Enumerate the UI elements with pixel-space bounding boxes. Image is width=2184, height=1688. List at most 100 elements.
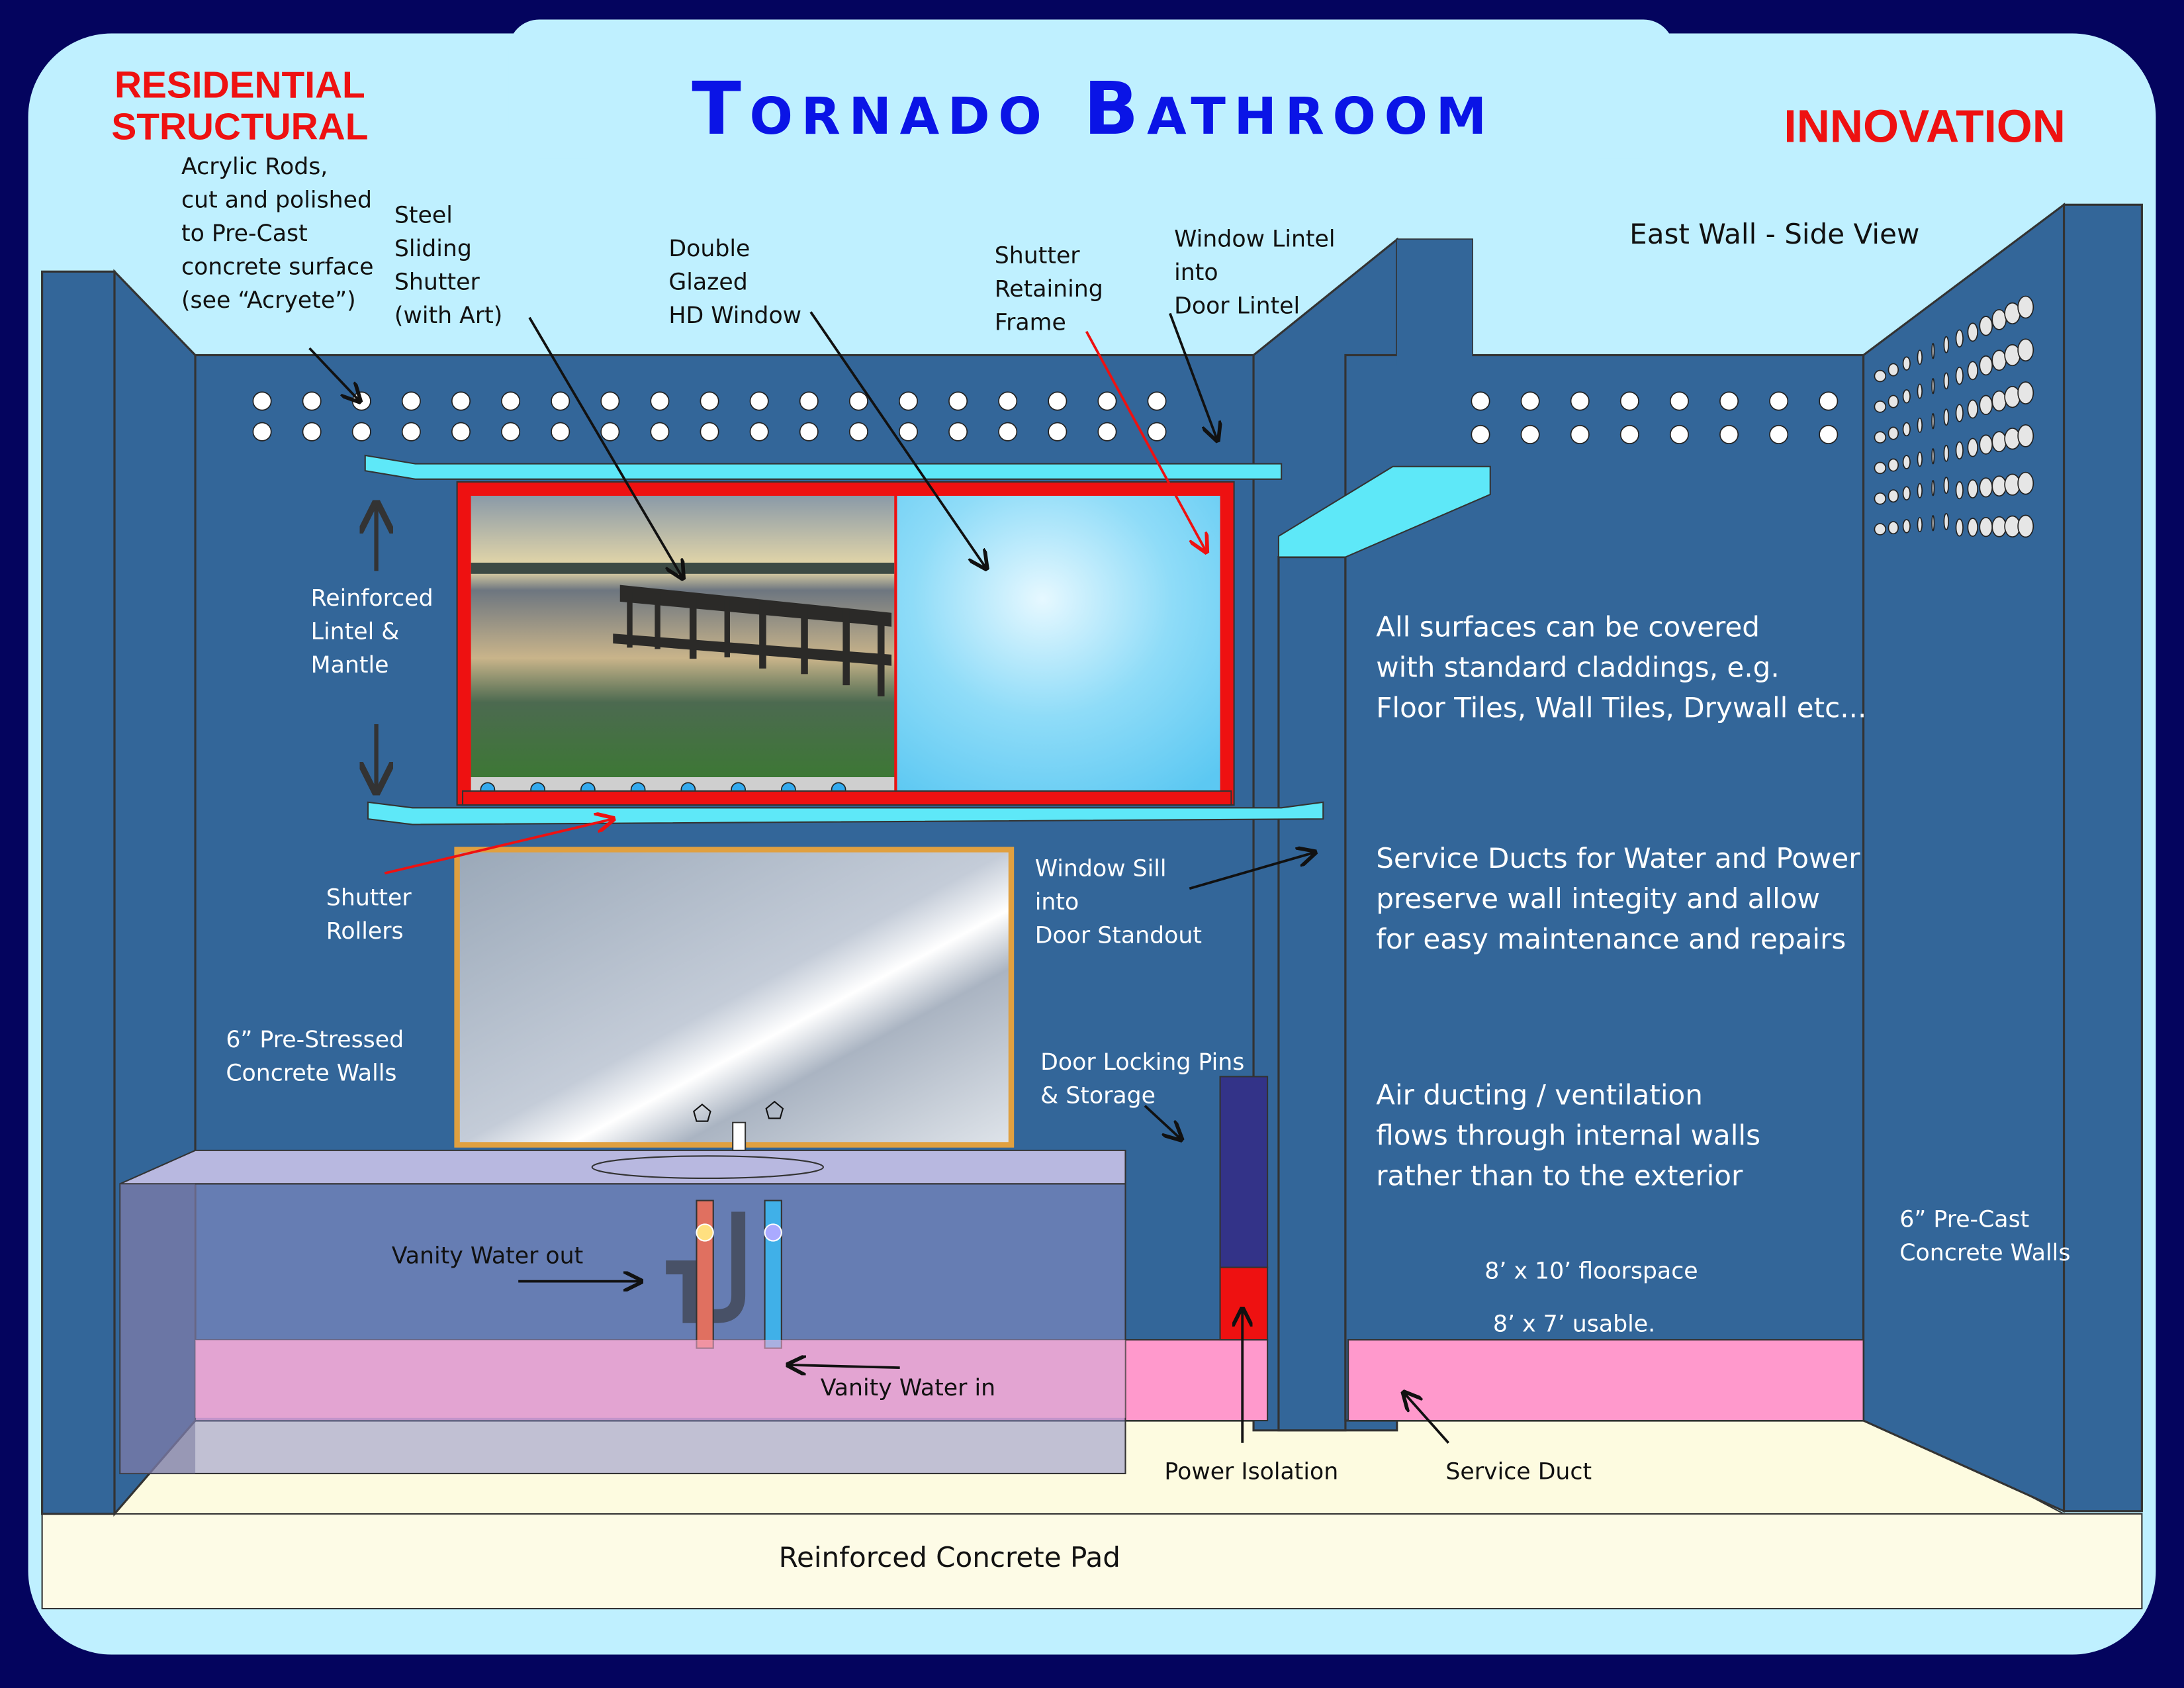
- acrylic-rod: [1979, 355, 1993, 376]
- acrylic-rod: [1991, 390, 2007, 412]
- acrylic-rod: [1943, 512, 1949, 530]
- acrylic-rod: [1902, 486, 1911, 500]
- acrylic-rod: [302, 422, 322, 442]
- svg-text:All surfaces can be covered: All surfaces can be covered: [1376, 611, 1760, 643]
- svg-text:Service Ducts for Water and P: Service Ducts for Water and Power: [1376, 842, 1860, 874]
- svg-text:Shutter: Shutter: [326, 885, 412, 912]
- acrylic-rod: [1902, 455, 1911, 469]
- tap-handle-icon: [693, 1103, 711, 1122]
- vanity-cabinet: [119, 1183, 1126, 1475]
- svg-text:6” Pre-Cast: 6” Pre-Cast: [1899, 1207, 2029, 1233]
- acrylic-rod: [1943, 336, 1949, 353]
- acrylic-rod: [1874, 523, 1887, 536]
- acrylic-rod: [848, 422, 868, 442]
- left-wall-front: [41, 270, 116, 1515]
- svg-text:HD Window: HD Window: [668, 303, 801, 329]
- acrylic-rod: [1471, 391, 1490, 411]
- acrylic-rod: [1967, 479, 1978, 498]
- svg-text:Frame: Frame: [995, 310, 1066, 336]
- acrylic-rod: [451, 422, 471, 442]
- acrylic-rod: [1819, 424, 1839, 444]
- door-lintel-extension: [1277, 465, 1491, 558]
- floorspace: 8’ x 10’ floorspace: [1484, 1258, 1698, 1284]
- acrylic-rod: [1888, 363, 1899, 377]
- acrylic-rod: [1874, 400, 1887, 413]
- acrylic-rod: [1917, 451, 1923, 467]
- acrylic-rod: [1943, 444, 1949, 462]
- faucet: [732, 1121, 747, 1151]
- concrete-pad: [41, 1513, 2143, 1610]
- acrylic-rod: [1931, 448, 1935, 465]
- svg-text:Door Locking Pins: Door Locking Pins: [1040, 1049, 1244, 1076]
- acrylic-rod: [1943, 408, 1949, 426]
- acrylic-rod: [1769, 391, 1789, 411]
- acrylic-rod: [1147, 391, 1167, 411]
- acrylic-rod: [600, 391, 620, 411]
- acrylic-rod: [1955, 518, 1964, 537]
- acrylic-rod: [1048, 391, 1068, 411]
- acrylic-rod: [1917, 517, 1923, 533]
- svg-text:& Storage: & Storage: [1040, 1082, 1156, 1109]
- acrylic-rod: [948, 391, 968, 411]
- acrylic-rods-right: [1471, 391, 1839, 444]
- acrylic-rod: [1979, 316, 1993, 336]
- svg-text:into: into: [1035, 889, 1079, 915]
- vanity-top: [120, 1149, 1126, 1185]
- acrylic-rod: [998, 422, 1018, 442]
- acrylic-rod: [1719, 424, 1739, 444]
- acrylic-rod: [1917, 350, 1923, 365]
- acrylic-rod: [252, 422, 272, 442]
- svg-text:Window Lintel: Window Lintel: [1174, 226, 1335, 252]
- svg-text:Double: Double: [668, 236, 750, 262]
- acrylic-rod: [1991, 431, 2007, 453]
- svg-text:cut and polished: cut and polished: [181, 187, 372, 213]
- acrylic-rod: [749, 391, 769, 411]
- acrylic-rod: [2017, 338, 2034, 362]
- label-service-duct: Service Duct: [1445, 1458, 1592, 1485]
- svg-text:Rollers: Rollers: [326, 918, 404, 945]
- acrylic-rod: [1520, 424, 1540, 444]
- hot-pipe: [696, 1199, 714, 1349]
- svg-text:flows through internal walls: flows through internal walls: [1376, 1119, 1760, 1151]
- acrylic-rod: [1874, 461, 1887, 475]
- acrylic-rod: [1917, 383, 1923, 399]
- acrylic-rod: [1619, 424, 1639, 444]
- acrylic-rod: [650, 422, 670, 442]
- acrylic-rod: [1917, 417, 1923, 433]
- acrylic-rod: [1931, 515, 1935, 532]
- acrylic-rod: [1991, 475, 2007, 497]
- svg-text:for easy maintenance and repai: for easy maintenance and repairs: [1376, 923, 1846, 955]
- acrylic-rod: [252, 391, 272, 411]
- acrylic-rod: [1967, 518, 1978, 537]
- acrylic-rod: [948, 422, 968, 442]
- acrylic-rod: [1619, 391, 1639, 411]
- acrylic-rod: [1719, 391, 1739, 411]
- acrylic-rod: [1991, 516, 2007, 538]
- acrylic-rod: [501, 422, 521, 442]
- svg-text:Reinforced: Reinforced: [311, 585, 433, 612]
- acrylic-rod: [898, 391, 919, 411]
- acrylic-rod: [700, 391, 719, 411]
- acrylic-rod: [799, 391, 819, 411]
- acrylic-rod: [1874, 369, 1887, 383]
- acrylic-rod: [1888, 426, 1899, 440]
- svg-text:Shutter: Shutter: [995, 243, 1081, 269]
- acrylic-rods-side: [1874, 295, 2034, 538]
- acrylic-rod: [898, 422, 919, 442]
- acrylic-rod: [501, 391, 521, 411]
- acrylic-rod: [1967, 438, 1978, 457]
- svg-text:Door Standout: Door Standout: [1035, 922, 1202, 949]
- svg-text:(with Art): (with Art): [394, 303, 502, 329]
- acrylic-rod: [2017, 424, 2034, 447]
- acrylic-rod: [1888, 458, 1899, 472]
- acrylic-rod: [650, 391, 670, 411]
- mirror: [454, 847, 1015, 1148]
- cold-pipe: [764, 1199, 782, 1349]
- label-acrylic-rods: Acrylic Rods,cut and polished to Pre-Cas…: [181, 154, 374, 314]
